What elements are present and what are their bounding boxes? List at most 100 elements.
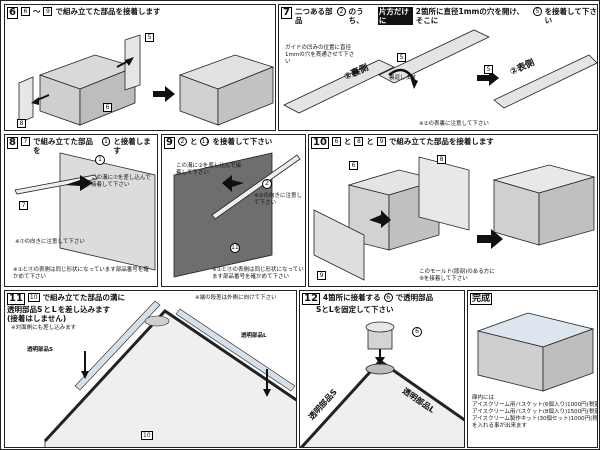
- flip-label: 裏返します: [389, 75, 417, 81]
- part-circle: 1: [101, 137, 111, 146]
- step-text: で透明部品: [395, 293, 434, 302]
- part-circle: 11: [200, 137, 210, 146]
- note-line: 庫内には: [472, 395, 495, 401]
- part-circle: 6: [383, 293, 393, 302]
- step-number: 7: [281, 7, 292, 19]
- step-text: を接着して下さい: [212, 137, 273, 146]
- step-10-header: 10 6 と 8 と 9 で組み立てた部品を接着します: [311, 137, 494, 149]
- part-badge: 8: [354, 137, 364, 146]
- complete-notes: 庫内には アイスクリーム用バスケット(6個入り)1000円(税別) アイスクリー…: [472, 395, 598, 430]
- direction-note: ※②の向きに注意して下さい: [254, 193, 303, 206]
- part-circle: 5: [533, 7, 542, 16]
- step-7-illustration: [283, 29, 597, 114]
- step-text: (接着はしません): [7, 314, 67, 323]
- step-text: を差し込みます: [57, 305, 111, 314]
- complete-title: 完成: [470, 293, 493, 305]
- groove-note: この溝に②を差し込んで接着して下さい: [176, 163, 242, 176]
- step-text: と: [43, 305, 51, 314]
- step-number: 6: [7, 7, 18, 19]
- step-10-illustration: [313, 156, 596, 281]
- part-badge: 6: [331, 137, 341, 146]
- part-tag: 5: [397, 53, 406, 62]
- step-8-illustration: [14, 152, 156, 271]
- step-text: のうち、: [348, 7, 364, 25]
- step-7-header: 7 二つある部品 2 のうち、 片方だけに 2箇所に直径1mmの穴を開け、そこに…: [281, 7, 597, 25]
- step-text: 2箇所に直径1mmの穴を開け、そこに: [415, 7, 524, 25]
- part-tag: 8: [437, 155, 446, 164]
- cover-note: ※対面側にも差し込みます: [11, 325, 77, 331]
- part-badge: 9: [376, 137, 386, 146]
- step-text: と: [189, 137, 198, 146]
- step-number: 11: [7, 293, 25, 305]
- step-text: SとLを固定して下さい: [316, 305, 394, 314]
- step-text: で組み立てた部品を接着します: [55, 7, 161, 16]
- step-12-illustration: [300, 321, 464, 447]
- step-text: と: [366, 137, 374, 146]
- step-text: 二つある部品: [294, 7, 333, 25]
- step-9-header: 9 2 と 11 を接着して下さい: [164, 137, 272, 149]
- step-text: と: [343, 137, 352, 146]
- step-text: 4箇所に接着する: [322, 293, 381, 302]
- note-line: アイスクリーム用バスケット(6個入り)1000円(税別): [472, 402, 598, 408]
- part-circle: 2: [337, 7, 346, 16]
- step-11-panel: 11 10 で組み立てた部品の溝に 透明部品S と L を差し込みます (接着は…: [4, 290, 297, 448]
- guide-note: ガイドの凹みの位置に直径1mmの穴を貫通させて下さい: [285, 45, 355, 65]
- same-shape-note: ※①と⑪の表側は同じ形状になっています部品番号を確かめて下さい: [13, 267, 149, 280]
- step-12-panel: 12 4箇所に接着する 6 で透明部品 SとLを固定して下さい 透明部品S 透明…: [299, 290, 465, 448]
- note-line: アイスクリーム製作キット(30個セット)1000円(税別): [472, 416, 598, 422]
- part-badge: 10: [27, 293, 40, 302]
- step-text: で組み立てた部品を接着します: [388, 137, 494, 146]
- part-tag: 7: [19, 201, 28, 210]
- step-number: 8: [7, 137, 18, 149]
- step-number: 12: [302, 293, 320, 305]
- step-text: L: [51, 305, 57, 314]
- step-9-panel: 9 2 と 11 を接着して下さい この溝に②を差し込んで接着して下さい ※②の…: [161, 134, 306, 287]
- mold-note: このモールド(彫刻)のある方に⑨を接着して下さい: [419, 269, 495, 282]
- step-8-panel: 8 7 で組み立てた部品を 1 と接着します この溝に⑦を差し込んで接着して下さ…: [4, 134, 158, 287]
- step-text: で組み立てた部品の溝に: [42, 293, 126, 302]
- step-text: 透明部品S: [7, 305, 43, 314]
- part-badge: 7: [20, 137, 30, 146]
- part-circle: 2: [177, 137, 187, 146]
- step-text: を接着して下さい: [544, 7, 597, 25]
- step-text: と接着します: [113, 137, 151, 155]
- step-7-panel: 7 二つある部品 2 のうち、 片方だけに 2箇所に直径1mmの穴を開け、そこに…: [278, 4, 598, 131]
- clear-part-l-label: 透明部品L: [241, 333, 267, 339]
- step-10-panel: 10 6 と 8 と 9 で組み立てた部品を接着します このモールド(彫刻)のあ…: [308, 134, 598, 287]
- part-badge: 6: [20, 7, 30, 16]
- complete-illustration: [476, 312, 595, 392]
- part-tag: 8: [17, 119, 26, 128]
- part-tag: 9: [317, 271, 326, 280]
- step-9-illustration: [173, 152, 301, 278]
- step-6-illustration: [18, 34, 275, 126]
- part-tag: 5: [145, 33, 154, 42]
- complete-panel: 完成 庫内には アイスクリーム用バスケット(6個入り)1000円(税別) アイス…: [467, 290, 598, 448]
- step-6-header: 6 6 〜 9 で組み立てた部品を接着します: [7, 7, 161, 19]
- part-tag: 2: [262, 179, 272, 189]
- side-note: ※②の表裏に注意して下さい: [419, 121, 489, 127]
- step-number: 9: [164, 137, 175, 149]
- step-11-header: 11 10 で組み立てた部品の溝に 透明部品S と L を差し込みます (接着は…: [7, 293, 125, 323]
- step-12-header: 12 4箇所に接着する 6 で透明部品 SとLを固定して下さい: [302, 293, 433, 314]
- part-tag: 10: [141, 431, 153, 440]
- groove-note: この溝に⑦を差し込んで接着して下さい: [91, 175, 151, 188]
- step-number: 10: [311, 137, 329, 149]
- step-6-panel: 6 6 〜 9 で組み立てた部品を接着します 5 6 8: [4, 4, 276, 131]
- part-tag: 6: [412, 327, 422, 337]
- part-tag: 6: [349, 161, 358, 170]
- complete-header: 完成: [470, 293, 493, 305]
- part-tag: 6: [103, 103, 112, 112]
- clear-part-s-label: 透明部品S: [27, 347, 53, 353]
- part-tag: 11: [230, 243, 240, 253]
- part-tag: 5: [484, 65, 493, 74]
- part-tag: 1: [95, 155, 105, 165]
- direction-note: ※⑦の向きに注意して下さい: [15, 239, 85, 245]
- step-8-header: 8 7 で組み立てた部品を 1 と接着します: [7, 137, 157, 155]
- highlight-text: 片方だけに: [377, 7, 413, 25]
- note-line: を入れる事が出来ます: [472, 423, 528, 429]
- step-text: で組み立てた部品を: [32, 137, 93, 155]
- same-shape-note: ※①と⑪の表側は同じ形状になっています部品番号を確かめて下さい: [212, 267, 304, 280]
- edge-note: ※端の段差は外側に向けて下さい: [195, 295, 277, 301]
- part-badge: 9: [43, 7, 53, 16]
